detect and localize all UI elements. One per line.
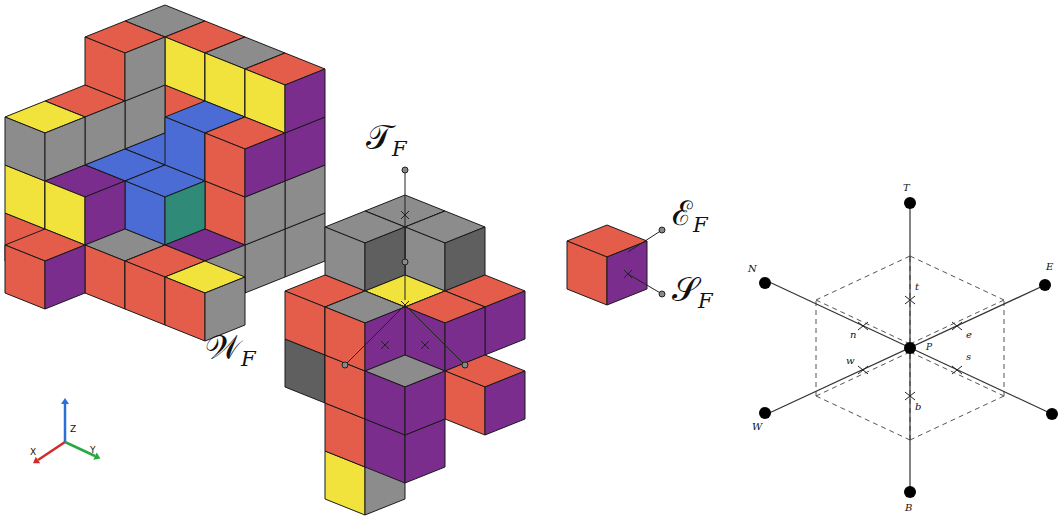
node-label: N [748,264,757,274]
cube-face [325,307,365,371]
grid-node [759,277,771,289]
grid-line [765,280,1052,414]
neighbour-label: 𝒮F [672,272,713,306]
cube-face [205,133,245,197]
face-cross [858,366,868,374]
axis-triad [33,398,100,463]
leader-line [628,274,662,294]
grid-node [759,407,771,419]
cube-face [285,291,325,355]
cube-face [567,241,607,305]
face-cross [905,296,915,304]
face-cross [421,341,429,349]
axis-arrowhead [33,457,40,464]
axis-arrowhead [61,398,69,404]
leader-line [405,305,465,365]
face-cross [401,301,409,309]
node-label: W [752,422,762,432]
cube-face [365,371,405,435]
node-dot [462,362,468,368]
face-cross [952,322,962,330]
face-cross [858,322,868,330]
axis-arrow [38,442,65,460]
dashed-cell-edge [816,300,910,344]
face-cross [905,392,915,400]
face-cross [624,270,632,278]
axis-arrow [64,404,67,442]
cube-face [45,245,85,309]
neighbour-label: 𝒲F [205,330,256,364]
dashed-cell-edge [910,396,1004,440]
face-cross [401,211,409,219]
grid-node [1046,408,1058,420]
dashed-cell-edge [910,300,1004,344]
face-cross [952,366,962,374]
cube-face [5,245,45,309]
node-label: B [905,503,912,513]
node-dot [402,259,408,265]
leader-line [628,230,662,252]
cube-face [405,371,445,435]
cube-face [607,241,647,305]
dashed-cell-edge [816,396,910,440]
grid-node [904,342,916,354]
node-label: t [915,282,919,292]
node-label: T [903,183,910,193]
cube-face [165,277,205,341]
dashed-cell-edge [816,300,817,396]
cube-face [5,117,45,181]
single-cube [567,225,647,305]
node-label: w [846,356,855,366]
neighbour-label: ℰF [672,196,708,230]
neighbour-markers [342,167,665,368]
leader-line [405,170,406,300]
cube-face [245,133,285,197]
grid-node [1039,279,1051,291]
dashed-cell-edge [910,352,1004,396]
node-dot [659,227,665,233]
cube-face [285,69,325,133]
grid-line [765,285,1045,415]
node-label: E [1046,262,1053,272]
node-label: n [850,330,856,340]
axis-label: Z [70,425,76,434]
axis-label: Y [90,446,96,455]
cube-face [125,261,165,325]
dashed-cell-edge [816,256,910,300]
leader-line [345,305,405,365]
grid-node [904,486,916,498]
neighbour-label: 𝒯F [366,120,407,154]
node-label: s [966,352,971,362]
dashed-cell-edge [1004,300,1005,396]
dashed-cell-edge [910,256,1004,300]
cube-face [485,291,525,355]
cube-assembly [5,5,325,341]
control-volume [759,197,1058,498]
cube-face [125,37,165,101]
node-dot [342,362,348,368]
node-label: P [926,343,932,352]
cube-face [165,37,205,101]
face-cross [381,341,389,349]
node-label: b [915,402,921,412]
node-label: e [966,330,972,340]
axis-label: X [30,448,36,457]
node-dot [402,167,408,173]
cube-face [485,371,525,435]
cube-face [85,245,125,309]
dashed-cell-edge [816,352,910,396]
grid-node [904,197,916,209]
axis-arrow [65,442,95,456]
cube-face [445,371,485,435]
node-dot [659,291,665,297]
